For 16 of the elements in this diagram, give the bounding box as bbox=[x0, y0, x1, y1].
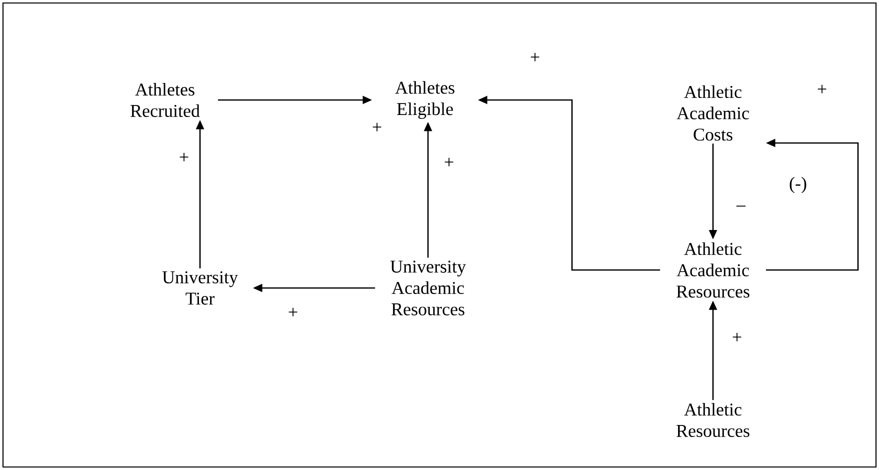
variable-label: Athletic Academic Costs bbox=[676, 85, 749, 141]
variable-label: Athletic Academic Resources bbox=[676, 242, 750, 298]
polarity-sign: + bbox=[818, 84, 826, 94]
polarity-sign: + bbox=[732, 332, 742, 342]
polarity-sign: + bbox=[444, 158, 454, 166]
variable-label: University Academic Resources bbox=[390, 260, 466, 316]
polarity-sign: + bbox=[372, 122, 382, 132]
variable-label: Athletes Eligible bbox=[395, 81, 454, 119]
polarity-sign: – bbox=[736, 206, 746, 207]
variable-label: University Tier bbox=[162, 271, 238, 305]
polarity-sign: + bbox=[180, 152, 188, 162]
variable-label: Athletes Recruited bbox=[130, 83, 200, 117]
polarity-sign: + bbox=[288, 308, 298, 316]
loop-label: (-) bbox=[790, 176, 806, 194]
polarity-sign: + bbox=[530, 52, 540, 62]
variable-label: Athletic Resources bbox=[676, 403, 750, 437]
